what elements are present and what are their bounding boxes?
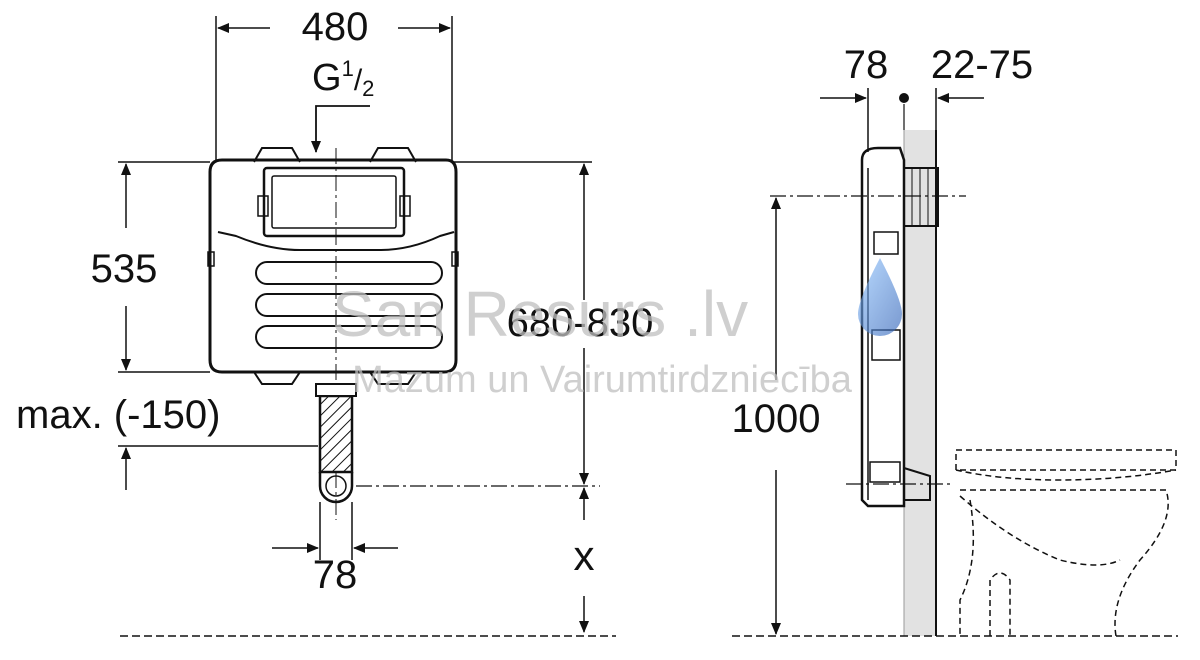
- tank-height-dimension: [118, 161, 210, 373]
- max-label: max. (-150): [16, 393, 221, 437]
- pipe-width-dimension: [272, 502, 398, 560]
- width-label: 480: [302, 5, 369, 49]
- wall-gap-label: 22-75: [931, 43, 1033, 87]
- side-view: [732, 88, 1178, 637]
- pipe-width-label: 78: [313, 553, 358, 597]
- outlet-pipe: [315, 383, 357, 504]
- depth-dimension: [820, 88, 984, 152]
- watermark-brand: San Resurs .lv: [332, 278, 748, 350]
- inlet-label: G1/2: [312, 56, 374, 101]
- max-offset-dimension: [118, 445, 318, 490]
- watermark: San Resurs .lv Mazum un Vairumtirdzniecī…: [332, 258, 902, 401]
- depth-label: 78: [844, 43, 889, 87]
- install-height-dimension: [356, 161, 600, 487]
- cistern-side: [860, 146, 939, 508]
- watermark-tagline: Mazum un Vairumtirdzniecība: [352, 359, 853, 401]
- cistern-tank: [207, 147, 459, 385]
- toilet-bowl: [955, 449, 1177, 637]
- width-dimension: [215, 16, 453, 162]
- water-drop-icon: [858, 258, 902, 336]
- inlet-arrow: [311, 105, 370, 153]
- front-view: [118, 16, 616, 637]
- tank-height-label: 535: [91, 247, 158, 291]
- floor-offset-label: x: [574, 532, 595, 579]
- side-height-label: 1000: [732, 397, 821, 441]
- install-height-label: 680-830: [507, 301, 654, 345]
